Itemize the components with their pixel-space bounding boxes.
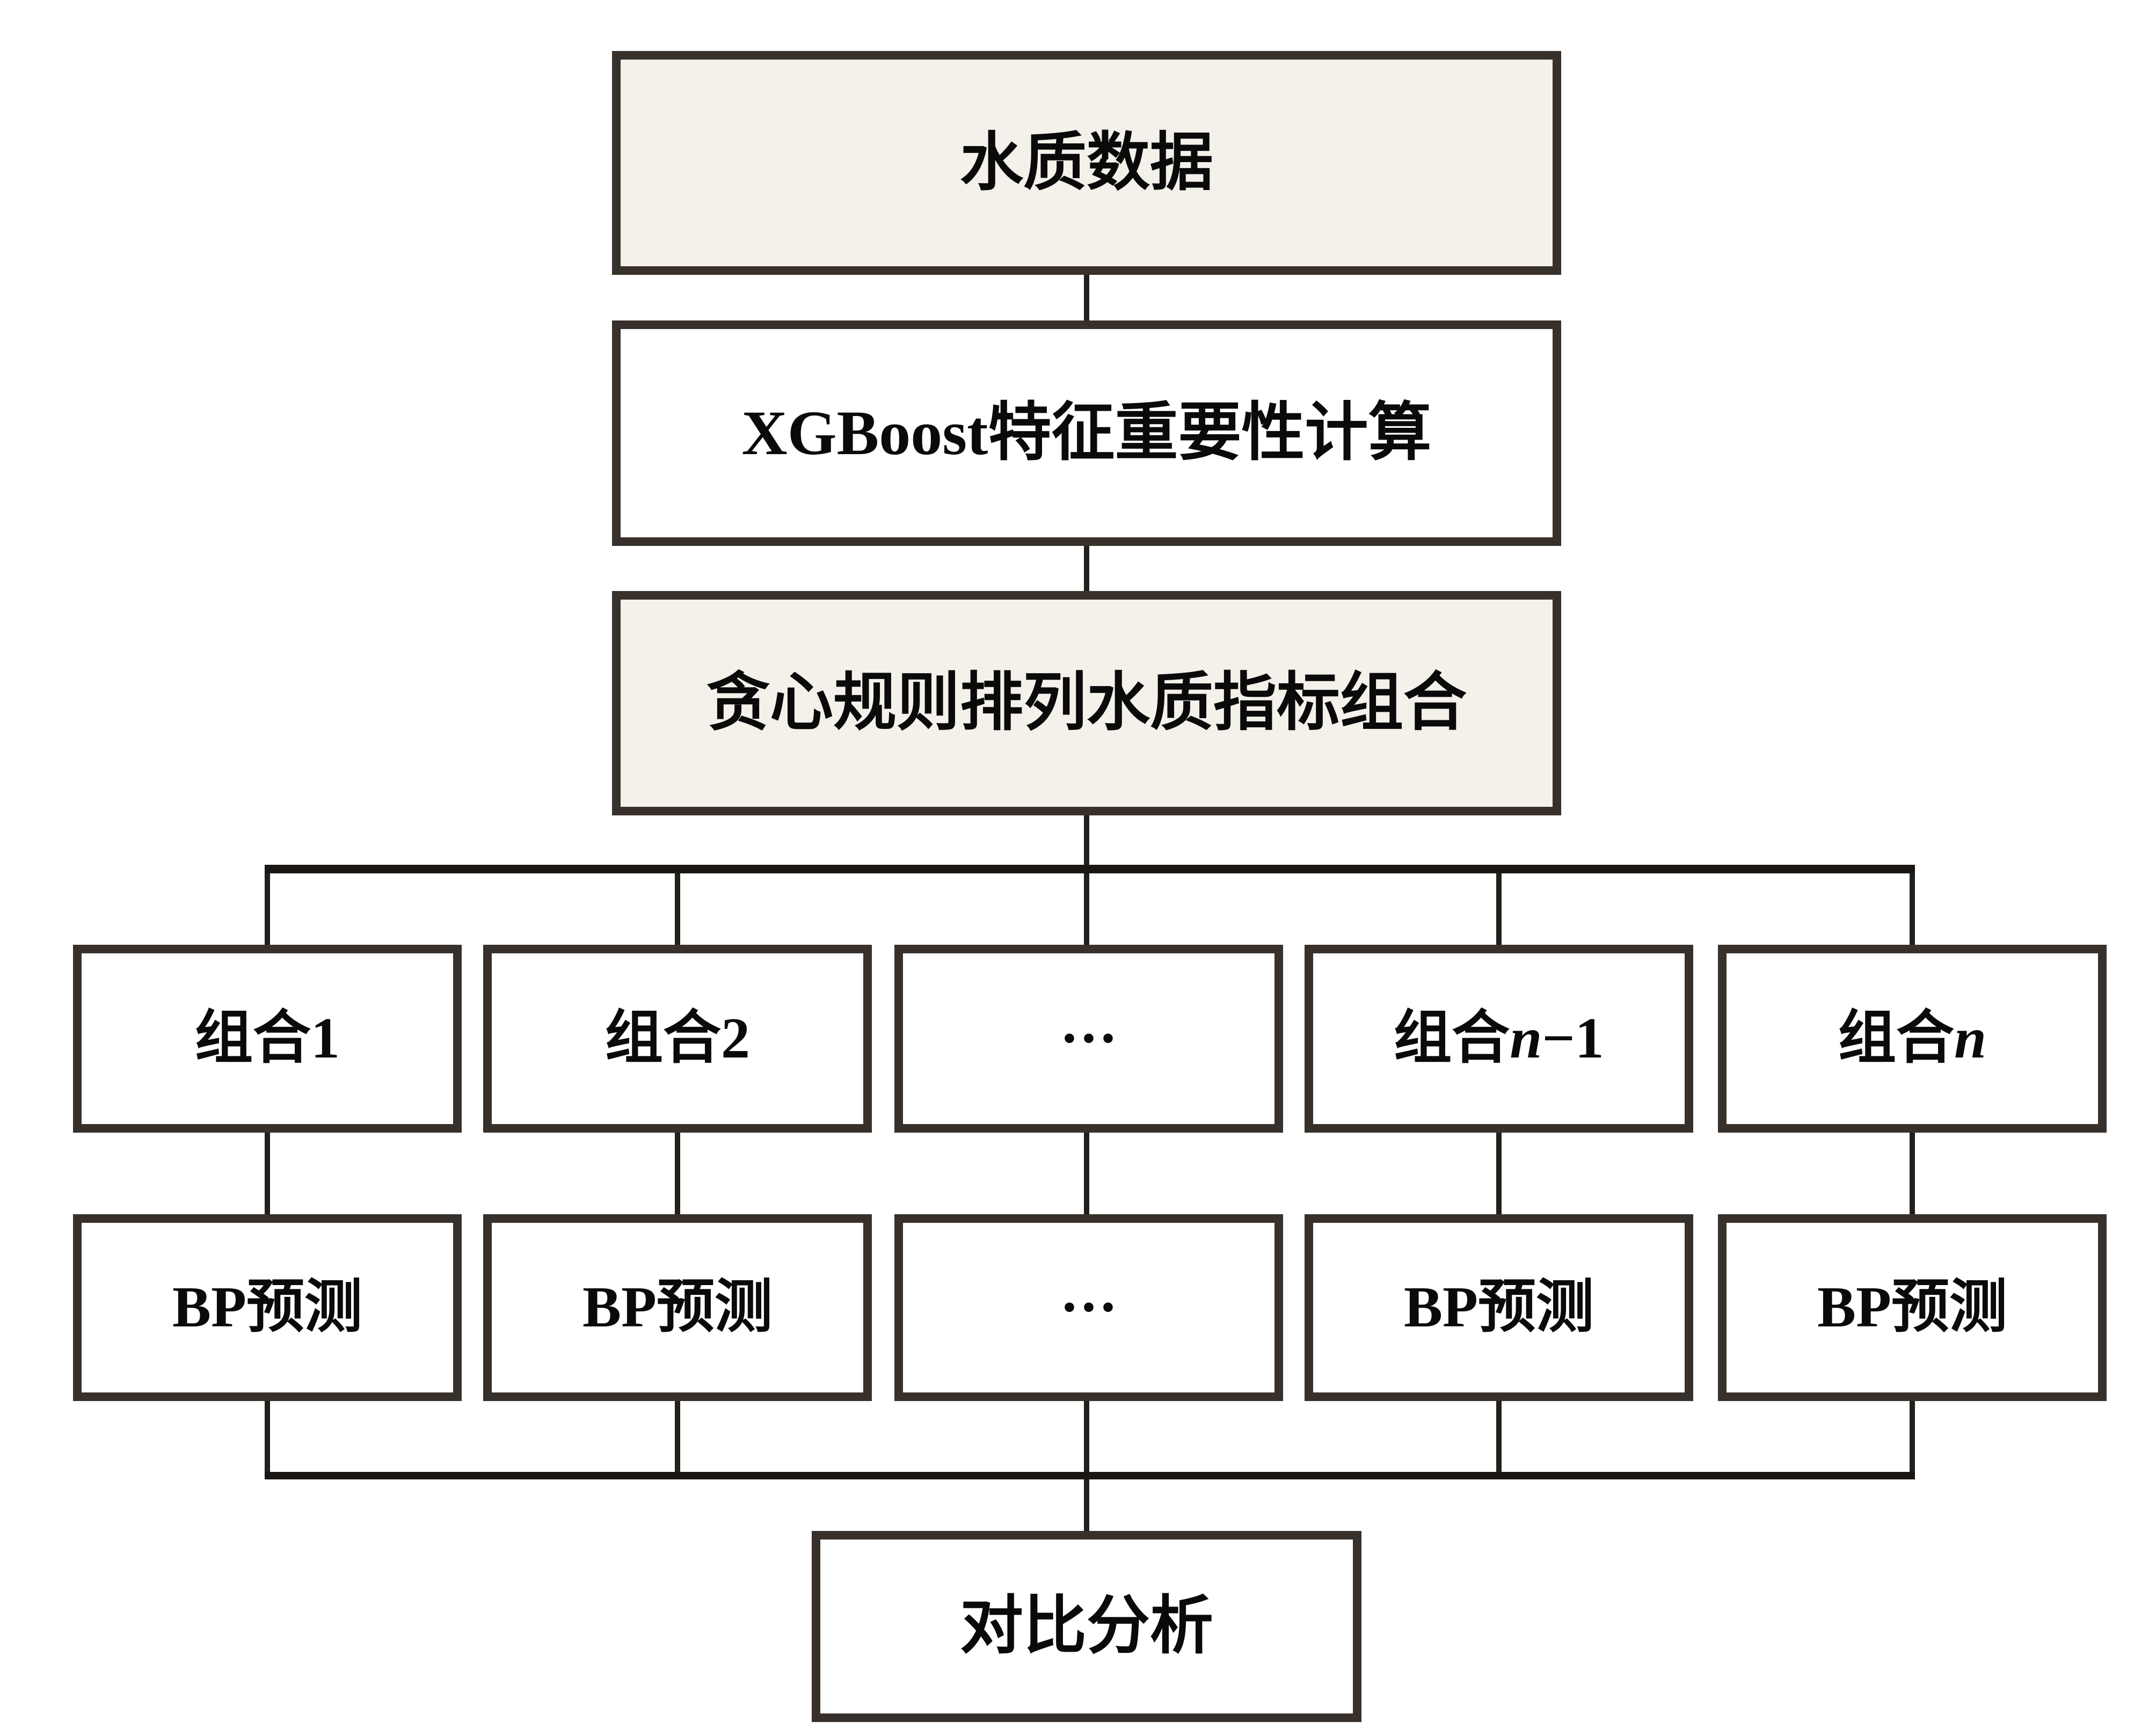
box-bp-ellipsis: ··· xyxy=(894,1214,1283,1401)
box-greedy-rule-combination: 贪心规则排列水质指标组合 xyxy=(612,591,1561,815)
connector-xgboost-to-greedy xyxy=(1084,546,1089,591)
box-bp-predict-1-label: BP预测 xyxy=(172,1275,362,1339)
connector-combo-to-bp-4 xyxy=(1496,1133,1502,1214)
box-compare-analysis: 对比分析 xyxy=(812,1531,1361,1722)
drop-line-combo-1 xyxy=(265,873,270,945)
box-bp-ellipsis-label: ··· xyxy=(1059,1275,1118,1339)
box-bp-predict-5-label: BP预测 xyxy=(1817,1275,2007,1339)
connector-combo-to-bp-3 xyxy=(1084,1133,1089,1214)
box-combo-2: 组合2 xyxy=(483,945,872,1133)
drop-line-combo-3 xyxy=(1084,873,1089,945)
split-bus-line xyxy=(265,865,1915,873)
box-bp-predict-4-label: BP预测 xyxy=(1403,1275,1594,1339)
drop-line-combo-4 xyxy=(1496,873,1502,945)
box-combo-n-minus-1-label: 组合n−1 xyxy=(1394,1006,1604,1070)
box-water-quality-data-label: 水质数据 xyxy=(959,127,1213,198)
box-bp-predict-1: BP预测 xyxy=(73,1214,462,1401)
connector-bp-to-merge-4 xyxy=(1496,1401,1502,1472)
connector-combo-to-bp-2 xyxy=(675,1133,680,1214)
connector-greedy-to-split-bus xyxy=(1084,815,1089,865)
box-combo-1-label: 组合1 xyxy=(194,1006,340,1070)
connector-bp-to-merge-3 xyxy=(1084,1401,1089,1472)
box-combo-n-minus-1: 组合n−1 xyxy=(1305,945,1693,1133)
connector-bp-to-merge-1 xyxy=(265,1401,270,1472)
box-compare-analysis-label: 对比分析 xyxy=(959,1591,1213,1661)
box-combo-ellipsis-label: ··· xyxy=(1059,1006,1118,1070)
box-bp-predict-2: BP预测 xyxy=(483,1214,872,1401)
box-water-quality-data: 水质数据 xyxy=(612,51,1561,275)
box-bp-predict-4: BP预测 xyxy=(1305,1214,1693,1401)
box-combo-ellipsis: ··· xyxy=(894,945,1283,1133)
connector-combo-to-bp-5 xyxy=(1910,1133,1915,1214)
drop-line-combo-2 xyxy=(675,873,680,945)
drop-line-combo-5 xyxy=(1910,873,1915,945)
box-combo-n: 组合n xyxy=(1718,945,2107,1133)
box-bp-predict-5: BP预测 xyxy=(1718,1214,2107,1401)
connector-bp-to-merge-2 xyxy=(675,1401,680,1472)
connector-combo-to-bp-1 xyxy=(265,1133,270,1214)
connector-data-to-xgboost xyxy=(1084,275,1089,320)
box-combo-n-label: 组合n xyxy=(1838,1006,1987,1070)
box-xgboost-feature-importance: XGBoost特征重要性计算 xyxy=(612,320,1561,546)
merge-bus-line xyxy=(265,1472,1915,1479)
box-combo-1: 组合1 xyxy=(73,945,462,1133)
box-combo-2-label: 组合2 xyxy=(604,1006,750,1070)
box-xgboost-feature-importance-label: XGBoost特征重要性计算 xyxy=(741,398,1432,468)
connector-bp-to-merge-5 xyxy=(1910,1401,1915,1472)
box-greedy-rule-combination-label: 贪心规则排列水质指标组合 xyxy=(706,668,1467,738)
connector-merge-to-compare xyxy=(1084,1479,1089,1531)
box-bp-predict-2-label: BP预测 xyxy=(582,1275,773,1339)
